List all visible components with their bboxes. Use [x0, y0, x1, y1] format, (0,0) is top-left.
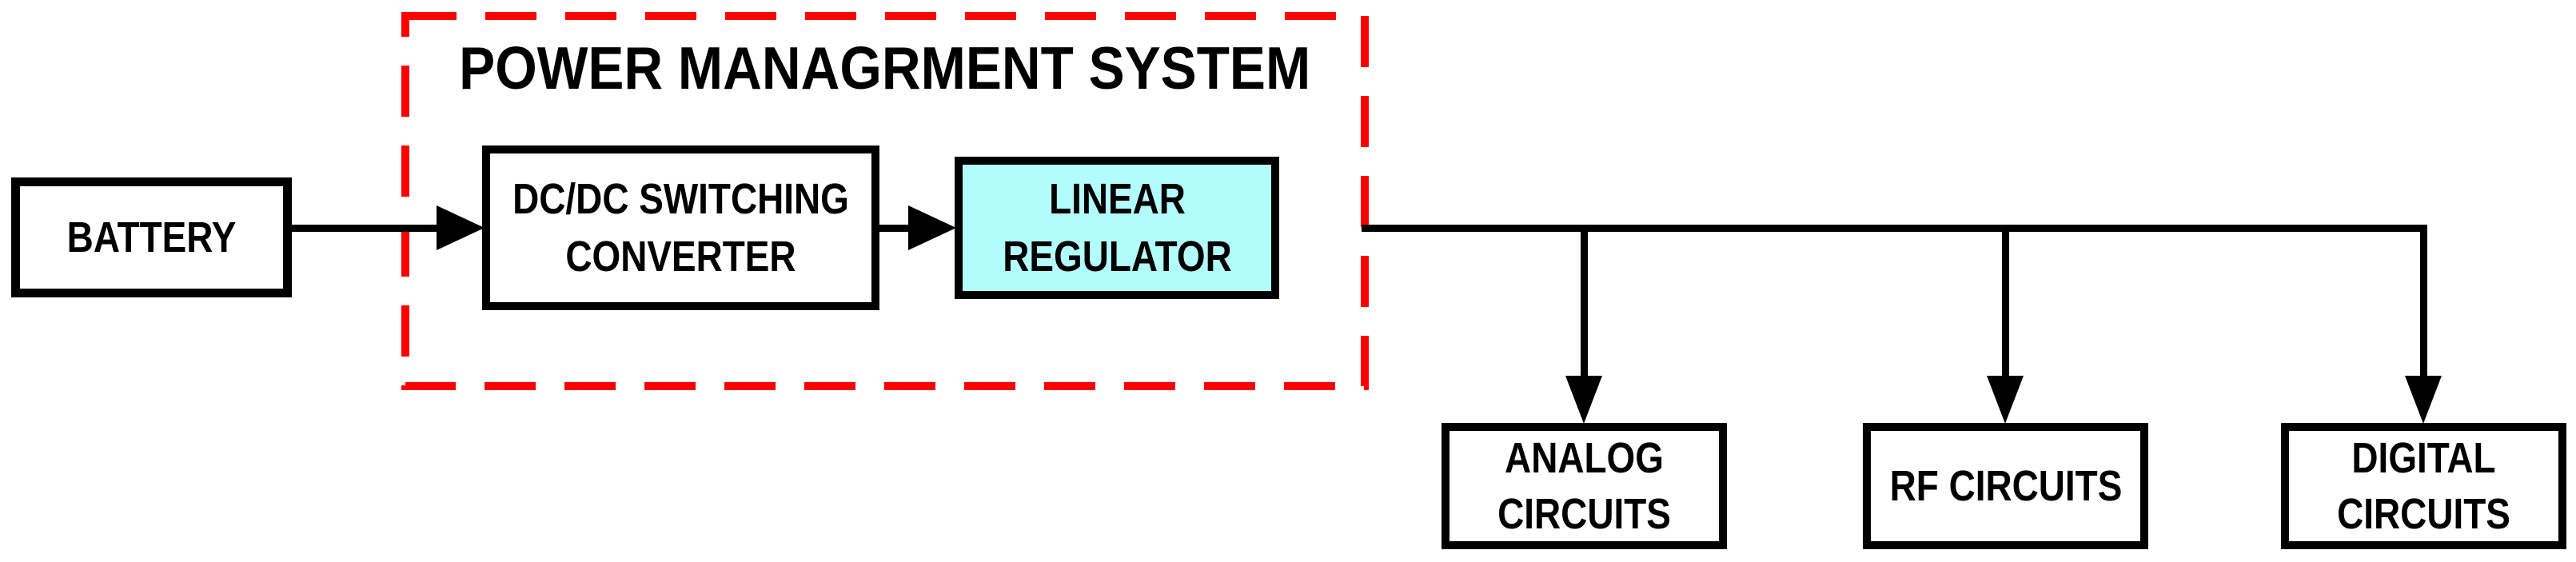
analog-circuits-box: ANALOG CIRCUITS [1442, 423, 1727, 549]
rf-circuits-label: RF CIRCUITS [1889, 462, 2122, 510]
diagram-title: POWER MANAGRMENT SYSTEM [459, 34, 1311, 102]
dashed-rect [401, 12, 1369, 390]
linear-regulator-label-line2: REGULATOR [1002, 233, 1232, 281]
diagram-title-wrap: POWER MANAGRMENT SYSTEM [401, 38, 1369, 98]
battery-label: BATTERY [66, 213, 237, 261]
linear-regulator-label: LINEAR REGULATOR [1003, 170, 1231, 285]
analog-circuits-label: ANALOG CIRCUITS [1497, 430, 1671, 542]
branch-digital-arrowhead-icon [2405, 376, 2442, 424]
branch-line-digital [2420, 225, 2427, 378]
linear-regulator-label-line1: LINEAR [1048, 175, 1186, 223]
converter-to-regulator-line [878, 225, 911, 232]
power-management-boundary [401, 12, 1369, 390]
digital-circuits-box: DIGITAL CIRCUITS [2281, 423, 2566, 549]
dcdc-converter-label-line2: CONVERTER [565, 233, 796, 281]
branch-line-rf [2002, 225, 2009, 378]
digital-circuits-label: DIGITAL CIRCUITS [2337, 430, 2510, 542]
converter-to-regulator-arrowhead-icon [908, 205, 956, 250]
power-rail-line [1362, 225, 2427, 232]
dcdc-converter-label: DC/DC SWITCHING CONVERTER [512, 170, 849, 285]
branch-line-analog [1581, 225, 1588, 378]
dcdc-converter-label-line1: DC/DC SWITCHING [512, 175, 849, 223]
battery-to-converter-line [291, 225, 443, 232]
digital-circuits-label-line1: DIGITAL [2351, 434, 2496, 482]
analog-circuits-label-line1: ANALOG [1505, 434, 1664, 482]
branch-rf-arrowhead-icon [1987, 376, 2024, 424]
linear-regulator-box: LINEAR REGULATOR [955, 157, 1279, 299]
battery-to-converter-arrowhead-icon [437, 205, 484, 250]
rf-circuits-box: RF CIRCUITS [1863, 423, 2148, 549]
battery-box: BATTERY [11, 177, 292, 297]
digital-circuits-label-line2: CIRCUITS [2337, 490, 2510, 538]
analog-circuits-label-line2: CIRCUITS [1497, 490, 1671, 538]
branch-analog-arrowhead-icon [1565, 376, 1602, 424]
dcdc-converter-box: DC/DC SWITCHING CONVERTER [482, 145, 879, 310]
